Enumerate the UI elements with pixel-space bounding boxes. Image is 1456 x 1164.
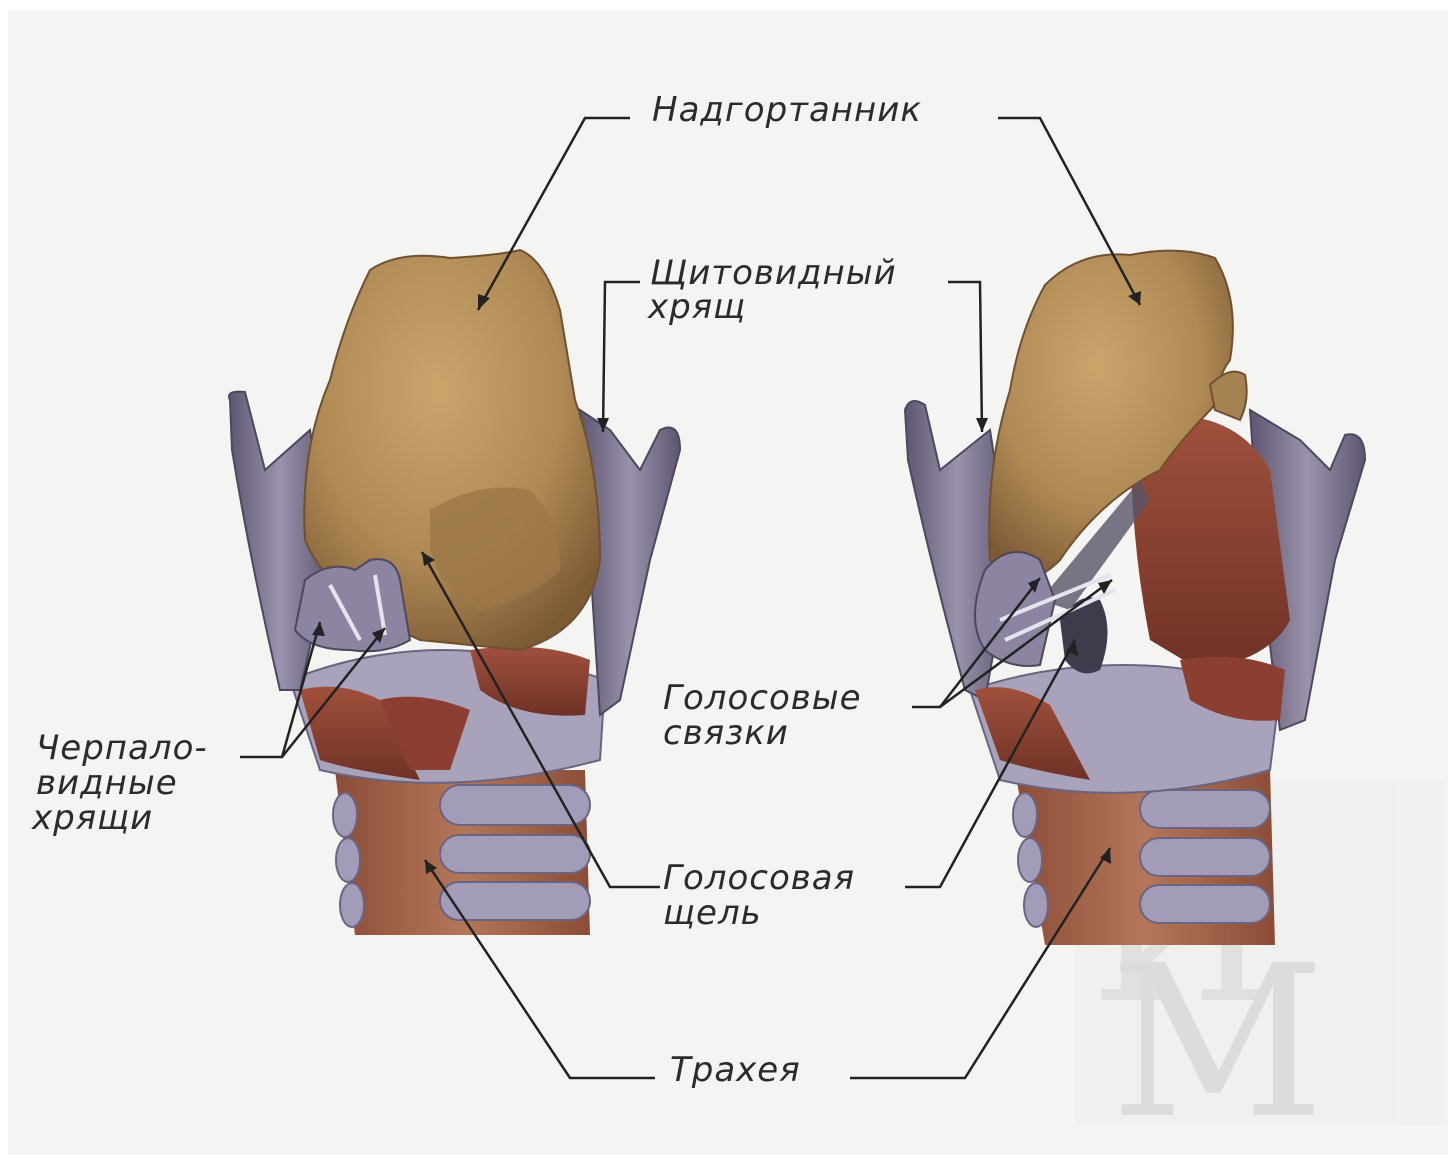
label-glottis-line1: Голосовая xyxy=(663,860,855,896)
label-thyroid-line1: Щитовидный xyxy=(650,255,897,291)
label-arytenoid-line2: видные xyxy=(36,765,178,801)
label-thyroid-line2: хрящ xyxy=(648,289,746,325)
label-epiglottis: Надгортанник xyxy=(652,92,922,128)
label-glottis-line2: щель xyxy=(663,895,762,931)
label-trachea: Трахея xyxy=(670,1052,801,1088)
label-arytenoid-line1: Черпало- xyxy=(36,730,208,766)
label-arytenoid-line3: хрящи xyxy=(32,800,153,836)
label-vocal-cords-line2: связки xyxy=(663,715,789,751)
label-vocal-cords-line1: Голосовые xyxy=(663,680,862,716)
svg-text:М: М xyxy=(1110,920,1325,1164)
